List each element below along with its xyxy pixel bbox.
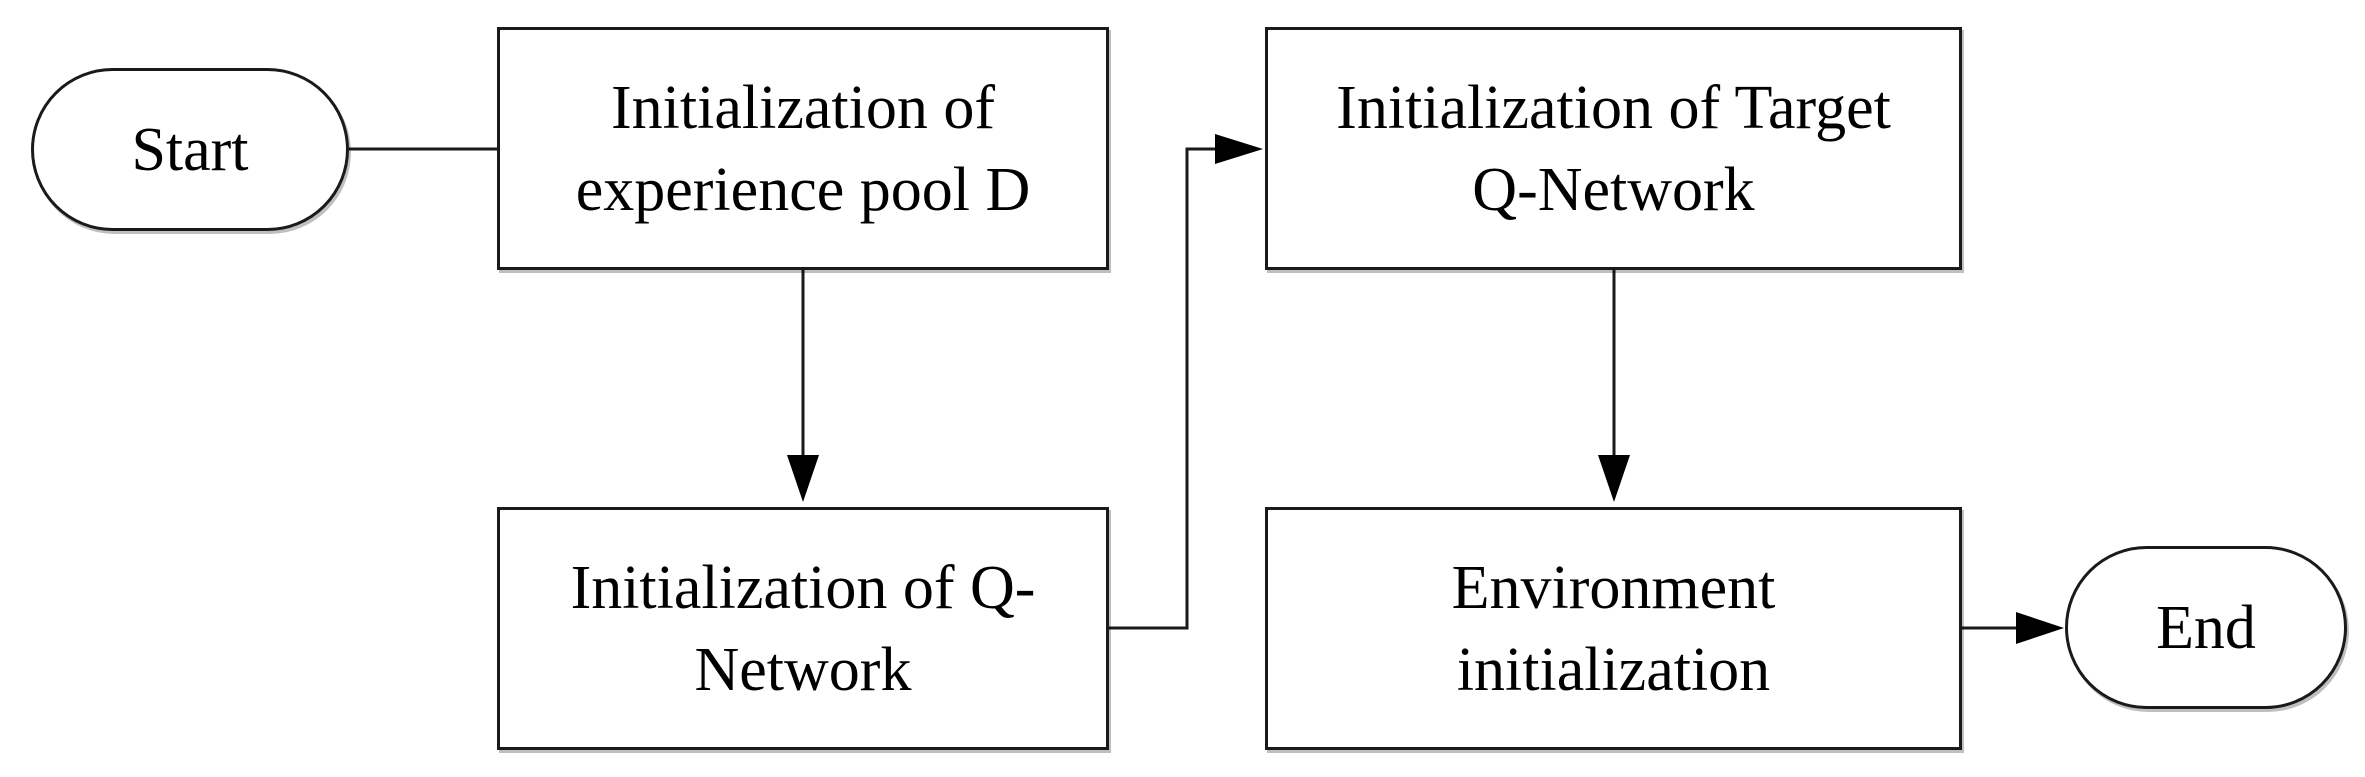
connector-qnet-to-target: [1109, 147, 1217, 630]
arrowhead-env-to-end: [2016, 612, 2064, 644]
arrowhead-pool-to-qnet: [787, 455, 819, 502]
init-experience-pool-step: Initialization of experience pool D: [497, 27, 1109, 270]
init-pool-line-2: experience pool D: [575, 155, 1031, 224]
env-init-line-1: Environment: [1451, 553, 1776, 622]
end-terminal: End: [2065, 546, 2347, 709]
env-init-line-2: initialization: [1456, 635, 1771, 704]
init-pool-line-1: Initialization of: [611, 73, 995, 142]
init-qnet-line-1: Initialization of Q-: [570, 553, 1036, 622]
arrowhead-qnet-to-target: [1215, 134, 1263, 164]
init-target-line-1: Initialization of Target: [1336, 73, 1891, 142]
init-target-line-2: Q-Network: [1472, 155, 1755, 224]
arrowhead-target-to-env: [1598, 455, 1630, 502]
start-label: Start: [131, 115, 249, 184]
init-target-q-network-step: Initialization of Target Q-Network: [1265, 27, 1962, 270]
start-terminal: Start: [31, 68, 349, 231]
environment-init-step: Environment initialization: [1265, 507, 1962, 750]
init-qnet-line-2: Network: [694, 635, 912, 704]
init-q-network-step: Initialization of Q- Network: [497, 507, 1109, 750]
end-label: End: [2156, 593, 2256, 662]
